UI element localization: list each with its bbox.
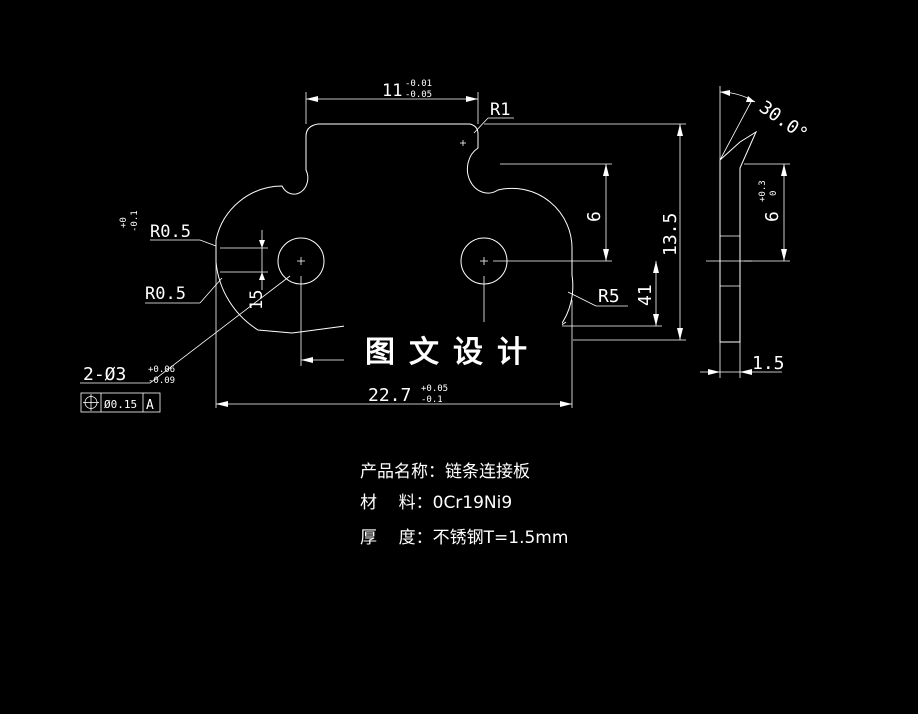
info-name-row: 产品名称：链条连接板 [360, 457, 530, 482]
svg-text:+0.3: +0.3 [758, 180, 768, 202]
svg-text:-0.09: -0.09 [148, 376, 175, 386]
datum-ref: A [146, 398, 154, 413]
info-thickness-label: 厚 度： [360, 528, 433, 548]
info-material-label: 材 料： [360, 493, 433, 513]
dim-135-value: 13.5 [660, 213, 681, 256]
dim-total-width: 22.7 +0.05 -0.1 [215, 262, 573, 408]
dim-r05-bottom: R0.5 [145, 277, 223, 304]
info-material-row: 材 料：0Cr19Ni9 [360, 488, 512, 513]
watermark-text: 图文设计 [365, 335, 541, 370]
dim-135: 13.5 [484, 123, 686, 341]
dim-hole-spec-label: 2-Ø3 [83, 364, 126, 385]
info-name-label: 产品名称： [360, 462, 445, 482]
svg-text:-0.1: -0.1 [421, 395, 443, 405]
dim-r5: R5 [567, 286, 628, 307]
dim-6: 6 [493, 163, 612, 262]
dim-41: 41 [560, 261, 662, 327]
info-material-value: 0Cr19Ni9 [432, 493, 513, 513]
dim-41-value: 41 [635, 284, 656, 306]
dim-6-value: 6 [584, 211, 605, 222]
dim-top-width-value: 11 [382, 81, 402, 101]
svg-text:+0.05: +0.05 [421, 384, 448, 394]
watermark: 图文设计 [344, 322, 562, 376]
position-tolerance: Ø0.15 [104, 398, 137, 411]
dim-r05-top: R0.5 +0 -0.1 [119, 210, 217, 247]
svg-text:-0.01: -0.01 [405, 79, 432, 89]
svg-text:-0.1: -0.1 [130, 210, 140, 232]
dim-angle-value: 30.0° [755, 97, 811, 145]
svg-text:+0: +0 [119, 217, 129, 228]
side-view: 30.0° 6 +0.3 0 1.5 [700, 86, 812, 378]
info-name-value: 链条连接板 [445, 462, 530, 482]
svg-text:0: 0 [769, 191, 779, 196]
dim-thickness-value: 1.5 [752, 353, 785, 374]
info-thickness-value: 不锈钢T=1.5mm [432, 528, 569, 548]
dim-total-width-value: 22.7 [368, 385, 411, 406]
part-outline [215, 123, 574, 334]
dim-hole-spec: 2-Ø3 +0.06 -0.09 Ø0.15 A [80, 275, 291, 413]
dim-r1: R1 [473, 100, 514, 134]
svg-text:+0.06: +0.06 [148, 365, 175, 375]
info-thickness-row: 厚 度：不锈钢T=1.5mm [360, 523, 568, 548]
dim-r05-bottom-label: R0.5 [145, 284, 186, 304]
dim-side-height-value: 6 [762, 211, 783, 222]
mounting-holes [277, 140, 508, 285]
dim-r05-top-label: R0.5 [150, 222, 191, 242]
dim-r1-label: R1 [490, 100, 510, 120]
dim-top-width: 11 -0.01 -0.05 [305, 79, 479, 124]
svg-text:-0.05: -0.05 [405, 90, 432, 100]
dim-r5-label: R5 [598, 286, 620, 307]
